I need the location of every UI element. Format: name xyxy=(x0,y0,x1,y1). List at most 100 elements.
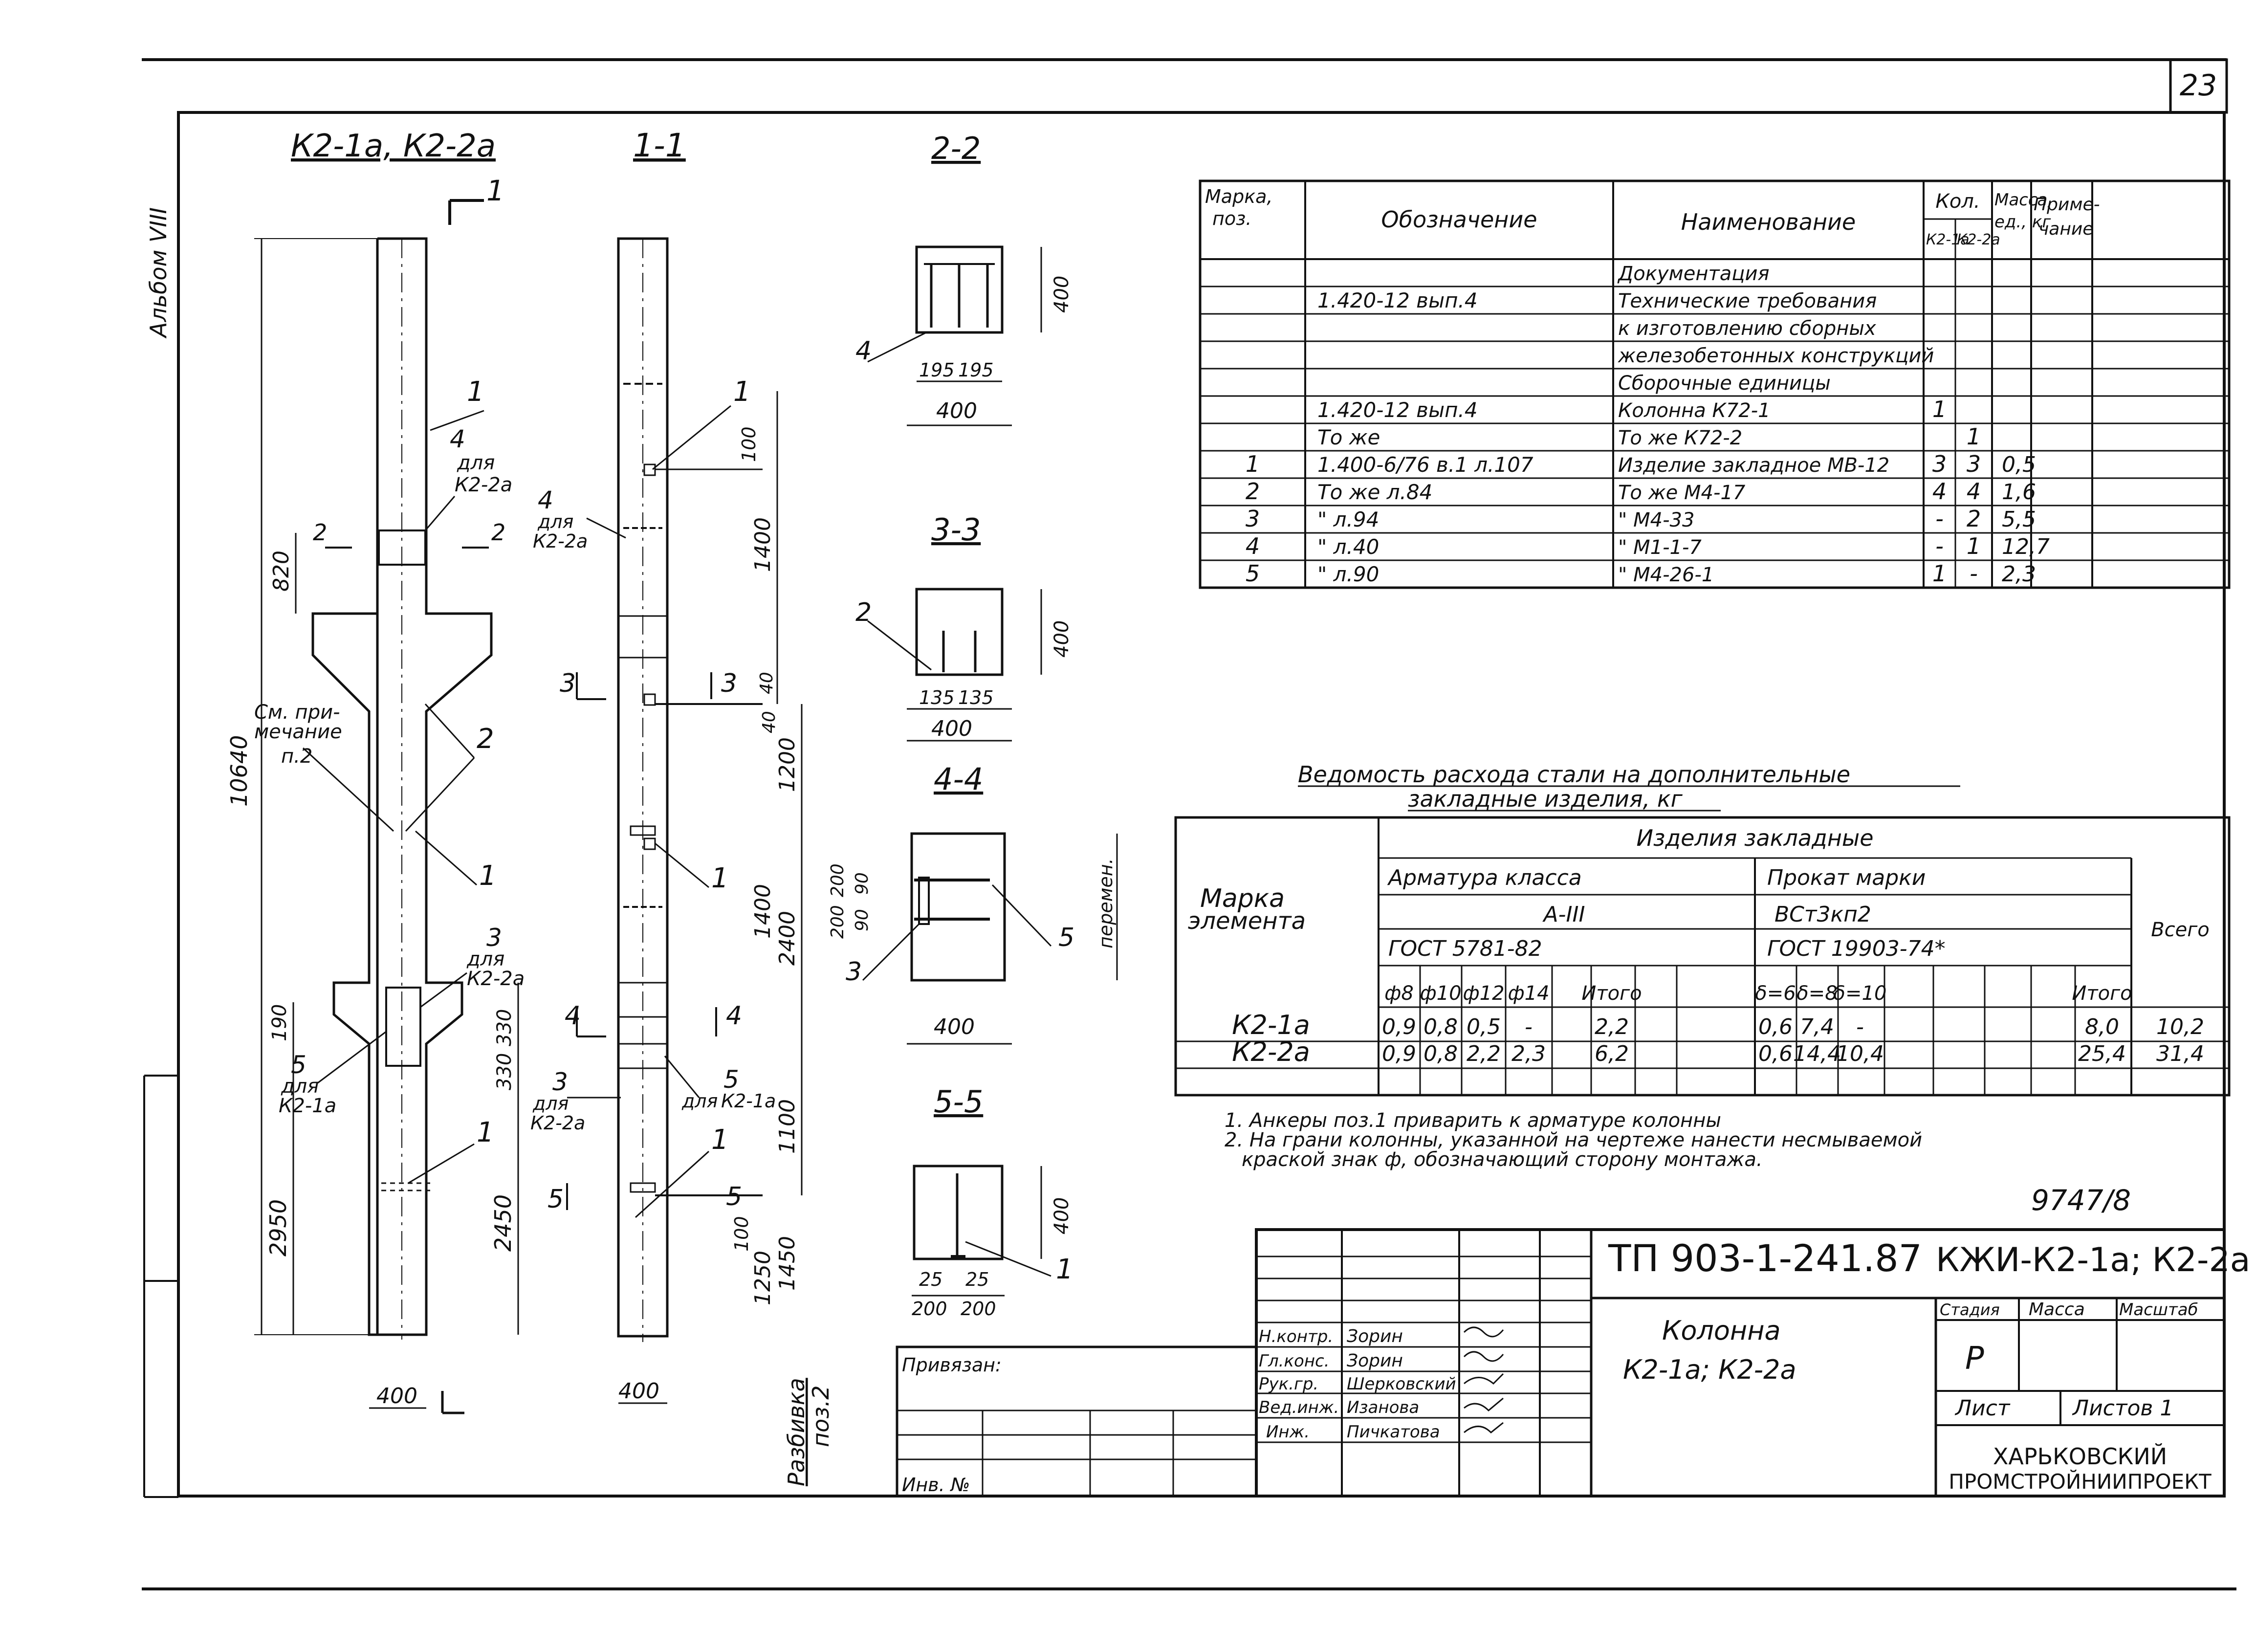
section-5-5-title: 5-5 xyxy=(934,1084,983,1120)
s33-a: 135 xyxy=(919,687,955,708)
svg-text:1: 1 xyxy=(733,376,751,408)
spec-row-designation: То же xyxy=(1317,425,1380,449)
steel-row-value: 2,2 xyxy=(1467,1041,1501,1066)
steel-row-value: 0,9 xyxy=(1382,1041,1416,1066)
page-number-box xyxy=(2169,58,2228,114)
steel-row-total: 31,4 xyxy=(2156,1041,2204,1066)
scale-header: Масштаб xyxy=(2119,1300,2198,1320)
svg-text:1: 1 xyxy=(711,862,729,894)
steel-row-total: 10,2 xyxy=(2156,1014,2204,1039)
steel-row-mark: К2-1а xyxy=(1232,1010,1310,1040)
s22-a: 195 xyxy=(919,359,955,381)
steel-profile-header: Прокат марки xyxy=(1767,865,1926,890)
role-4: Вед.инж. xyxy=(1259,1398,1339,1417)
svg-text:2: 2 xyxy=(313,519,327,546)
svg-text:5: 5 xyxy=(291,1051,307,1079)
svg-text:4: 4 xyxy=(538,486,553,514)
svg-text:1: 1 xyxy=(479,860,497,892)
spec-h-qty-b: К2-2а xyxy=(1957,231,2000,248)
spec-row-name: " М4-26-1 xyxy=(1618,564,1714,586)
s22-h: 400 xyxy=(1051,276,1073,313)
s11-d100b: 100 xyxy=(731,1216,752,1252)
s22-w: 400 xyxy=(936,398,977,423)
role-2: Гл.конс. xyxy=(1259,1351,1330,1371)
spec-row-designation: " л.40 xyxy=(1317,535,1379,559)
note-1: 1. Анкеры поз.1 приварить к арматуре кол… xyxy=(1225,1109,1721,1132)
s55-200b: 200 xyxy=(961,1298,996,1320)
note-ref-2: мечание xyxy=(254,721,342,743)
binding-block: Привязан: Инв. № xyxy=(896,1345,1258,1498)
steel-col-header: ф8 xyxy=(1384,982,1414,1005)
sheet-code: КЖИ-К2-1а; К2-2а xyxy=(1936,1241,2250,1279)
s55-25a: 25 xyxy=(919,1269,942,1290)
spec-row-name: железобетонных конструкций xyxy=(1618,345,1934,367)
privyazan-label: Привязан: xyxy=(902,1354,1002,1376)
spec-h-note-1: Приме- xyxy=(2034,195,2100,215)
spec-row-name: Изделие закладное МВ-12 xyxy=(1618,454,1889,477)
page-number: 23 xyxy=(2180,68,2217,103)
s11-callout-for-3: для xyxy=(532,1093,569,1114)
s33-h: 400 xyxy=(1051,620,1073,658)
steel-col-header: ф10 xyxy=(1420,982,1461,1005)
steel-row-value: 14,4 xyxy=(1793,1041,1841,1066)
s55-25b: 25 xyxy=(965,1269,989,1290)
spec-row-qty-a: - xyxy=(1935,533,1944,559)
svg-text:4: 4 xyxy=(565,1001,581,1031)
section-2-2-box xyxy=(915,245,1004,334)
steel-row-value: 0,5 xyxy=(1467,1014,1501,1039)
steel-frame xyxy=(1174,816,2231,1097)
spec-row-mark: 3 xyxy=(1246,506,1260,532)
s33-b: 135 xyxy=(958,687,994,708)
s44-200a: 200 xyxy=(828,863,848,897)
project-code: ТП 903-1-241.87 xyxy=(1608,1236,1922,1280)
s55-h: 400 xyxy=(1051,1197,1073,1234)
s11-d1100: 1100 xyxy=(775,1099,800,1154)
note-ref-3: п.2 xyxy=(281,745,312,768)
dim-330b: 330 xyxy=(493,1053,516,1090)
section-1-1-title: 1-1 xyxy=(633,127,686,164)
steel-row-mark: К2-2а xyxy=(1232,1036,1310,1067)
callout-for-k21a-2: К2-1а xyxy=(279,1095,336,1117)
steel-row-value: 8,0 xyxy=(2085,1014,2119,1039)
section-2-2-title: 2-2 xyxy=(931,131,981,166)
spec-row-qty-a: 1 xyxy=(1932,560,1947,587)
svg-text:4: 4 xyxy=(726,1001,742,1031)
spec-row-qty-b: 1 xyxy=(1967,533,1981,559)
s11-d1450: 1450 xyxy=(775,1236,800,1291)
svg-text:3: 3 xyxy=(846,957,862,987)
section-5-5-box xyxy=(913,1165,1004,1260)
s11-d1250: 1250 xyxy=(750,1251,775,1305)
svg-text:3: 3 xyxy=(560,669,576,698)
spec-row-mass: 1,6 xyxy=(2002,480,2036,505)
dim-330a: 330 xyxy=(493,1009,516,1046)
album-label: Альбом VIII xyxy=(145,207,172,339)
spec-row-designation: То же л.84 xyxy=(1317,480,1432,504)
s11-d2400: 2400 xyxy=(775,911,800,966)
s11-callout-for-4: К2-2а xyxy=(530,1112,585,1134)
s55-200a: 200 xyxy=(912,1298,947,1320)
dim-overall-height: 10640 xyxy=(226,735,252,807)
s44-200b: 200 xyxy=(828,905,848,939)
spec-h-qty-a: К2-1а xyxy=(1926,231,1970,248)
note-3: краской знак ф, обозначающий сторону мон… xyxy=(1242,1148,1763,1171)
callout-for-k22a-4: К2-2а xyxy=(467,968,525,990)
steel-consumption-table: Ведомость расхода стали на дополнительны… xyxy=(1174,761,2231,1097)
spec-row-mass: 2,3 xyxy=(2002,562,2036,587)
dim-2450: 2450 xyxy=(490,1194,516,1252)
spec-row-name: То же М4-17 xyxy=(1618,482,1746,504)
spec-h-mark-2: поз. xyxy=(1212,208,1251,229)
steel-row-value: - xyxy=(1856,1014,1864,1039)
inv-label: Инв. № xyxy=(902,1474,970,1496)
steel-col-header: ф12 xyxy=(1463,982,1504,1005)
spec-h-designation: Обозначение xyxy=(1381,206,1537,233)
steel-element-mark-2: элемента xyxy=(1188,907,1306,935)
note-2: 2. На грани колонны, указанной на чертеж… xyxy=(1225,1129,1922,1151)
svg-text:5: 5 xyxy=(1058,923,1074,952)
spec-row-qty-b: 3 xyxy=(1967,451,1981,477)
steel-group-header: Изделия закладные xyxy=(1636,825,1873,851)
element-name-2: К2-1а; К2-2а xyxy=(1623,1354,1796,1385)
spec-row-qty-b: 2 xyxy=(1967,506,1981,532)
notes: 1. Анкеры поз.1 приварить к арматуре кол… xyxy=(1225,1109,2131,1217)
org-name-2: ПРОМСТРОЙНИИПРОЕКТ xyxy=(1949,1469,2212,1494)
